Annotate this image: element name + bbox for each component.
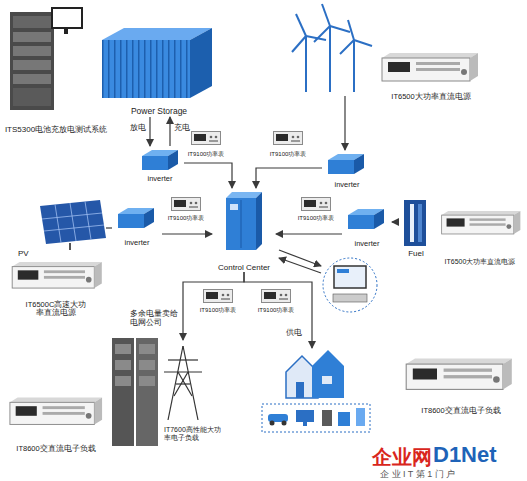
appliance-strip (262, 404, 370, 432)
solar-panel (40, 200, 106, 250)
wind-turbines (292, 4, 372, 92)
node-label: 多余电量卖给电网公司 (130, 310, 178, 327)
grid-tower-node: 多余电量卖给电网公司 (160, 340, 206, 424)
data-link-arrow (279, 250, 321, 266)
node-label: IT6500C高速大功率直流电源 (24, 301, 88, 318)
inverter-node: inverter (136, 146, 184, 184)
dc-source-device: IT6500大功率直流电源 (376, 50, 486, 102)
power-meter: IT9100功率表 (160, 196, 212, 222)
watermark-logo: 企业网 (372, 444, 432, 471)
node-label: inverter (147, 175, 172, 184)
ac-dc-load-device: IT8600交直流电子负载 (4, 392, 108, 454)
inverter-node: inverter (112, 204, 162, 248)
power-tower (164, 346, 202, 420)
watermark-slogan: 企 业 I T 第 1 门 户 (380, 468, 455, 481)
node-label: inverter (354, 240, 379, 249)
node-label: 供电 (286, 328, 310, 337)
node-label: Power Storage (131, 107, 187, 117)
edge-label: 放电 (129, 124, 147, 133)
storage-node: Power Storage (100, 22, 218, 117)
storage-container (102, 28, 212, 98)
node-label: IT9100功率表 (168, 215, 205, 222)
connector (184, 163, 232, 188)
connector (149, 117, 150, 146)
load-racks (112, 338, 158, 446)
node-label: inverter (124, 239, 149, 248)
connector (169, 117, 170, 146)
node-label: inverter (334, 181, 359, 190)
node-label: IT8600交直流电子负载 (421, 407, 500, 416)
houses (286, 350, 344, 398)
dc-source-and-load-icons (10, 53, 520, 424)
node-label: IT9100功率表 (200, 307, 237, 314)
house-node: 供电 (282, 348, 346, 400)
computer-terminal (323, 258, 377, 312)
wind-feed-arrow (344, 96, 345, 150)
fuel-node: Fuel (398, 196, 434, 258)
inverter-node: inverter (342, 205, 392, 249)
battery-test-rack (10, 8, 82, 110)
connector (392, 221, 398, 222)
connector (162, 233, 212, 234)
node-label: IT7600高性能大功率电子负载 (164, 426, 224, 442)
dc-source-device: IT6500C高速大功率直流电源 (6, 258, 106, 318)
node-label: IT8600交直流电子负载 (16, 445, 95, 454)
node-label: IT9100功率表 (258, 307, 295, 314)
connector (244, 272, 312, 348)
node-label: IT6500大功率直流电源 (391, 93, 470, 102)
node-label: IT9100功率表 (188, 151, 225, 158)
control-center-node: Control Center (212, 188, 276, 272)
connector (256, 168, 322, 188)
edge-label: 充电 (173, 124, 191, 133)
power-meter: IT9100功率表 (192, 288, 244, 314)
power-meter: IT9100功率表 (262, 130, 314, 158)
connector (183, 272, 244, 340)
node-label: Control Center (218, 263, 270, 272)
node-label: Fuel (408, 249, 424, 258)
node-label: ITS5300电池充放电测试系统 (5, 125, 107, 134)
node-label: IT6500大功率直流电源 (445, 258, 516, 266)
power-meter: IT9100功率表 (250, 288, 302, 314)
test-system-device: ITS5300电池充放电测试系统 (2, 4, 110, 134)
node-label: IT9100功率表 (270, 151, 307, 158)
ac-dc-load-device: IT8600交直流电子负载 (400, 352, 522, 416)
data-link-arrow (279, 258, 321, 273)
load-rack-node: IT7600高性能大功率电子负载 (108, 334, 162, 452)
watermark-logo: D1Net (433, 442, 497, 468)
connector (276, 233, 342, 234)
control-cabinet (226, 192, 262, 250)
node-label: PV (18, 249, 29, 258)
inverter-node: inverter (322, 150, 372, 190)
power-meter: IT9100功率表 (290, 196, 342, 222)
fuel-cell-cabinet (404, 200, 426, 246)
dc-source-device: IT6500大功率直流电源 (436, 206, 524, 266)
pv-panel-node: PV (18, 196, 106, 258)
power-meter: IT9100功率表 (180, 130, 232, 158)
node-label: IT9100功率表 (298, 215, 335, 222)
connector (106, 227, 112, 228)
